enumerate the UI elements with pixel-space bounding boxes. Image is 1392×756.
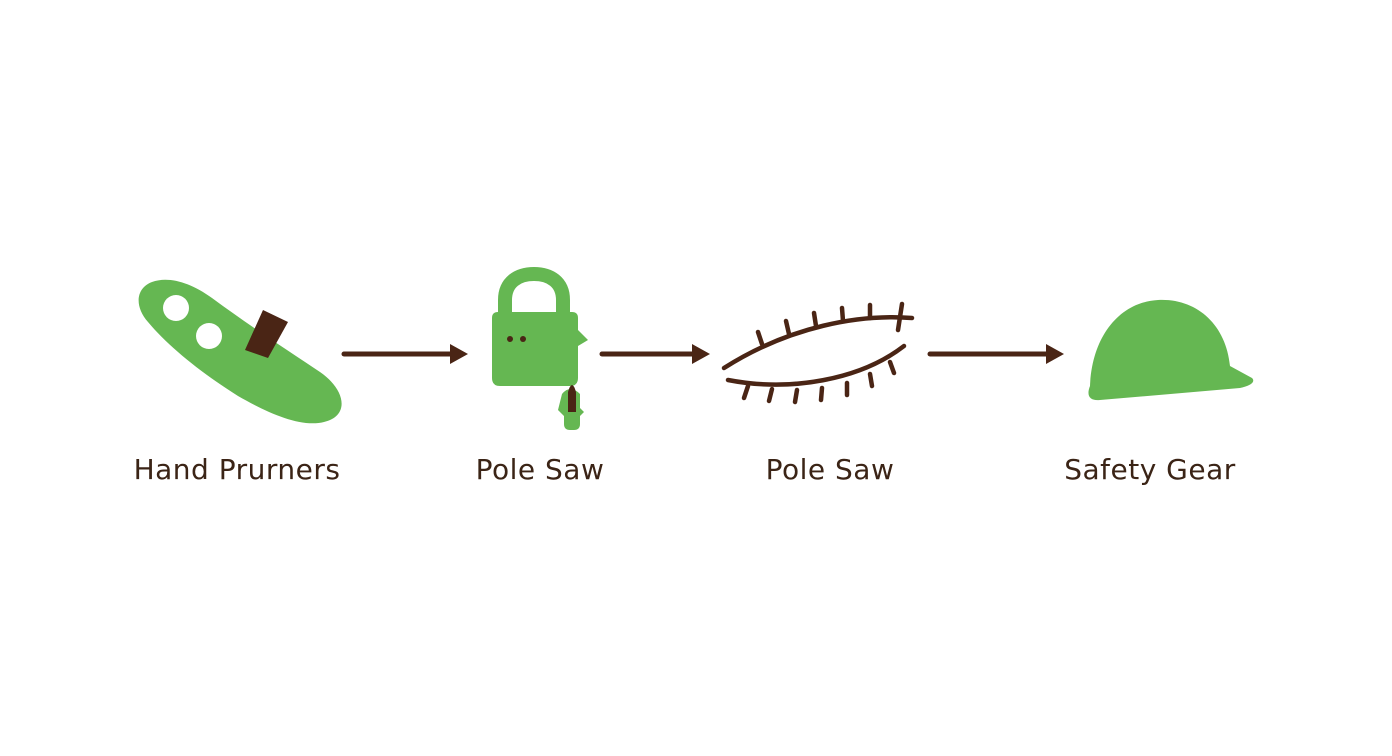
padlock-pole-saw-icon (492, 266, 588, 430)
step-label-pole-saw-1: Pole Saw (475, 453, 605, 486)
hard-hat-icon (1088, 299, 1254, 401)
saw-blade-icon (721, 301, 915, 405)
arrow-1 (341, 344, 468, 364)
hand-pruners-icon (138, 279, 342, 424)
step-label-hand-pruners: Hand Prurners (133, 453, 341, 486)
step-label-pole-saw-2: Pole Saw (765, 453, 895, 486)
arrow-2 (599, 344, 710, 364)
step-label-safety-gear: Safety Gear (1064, 453, 1236, 486)
arrow-3 (927, 344, 1064, 364)
